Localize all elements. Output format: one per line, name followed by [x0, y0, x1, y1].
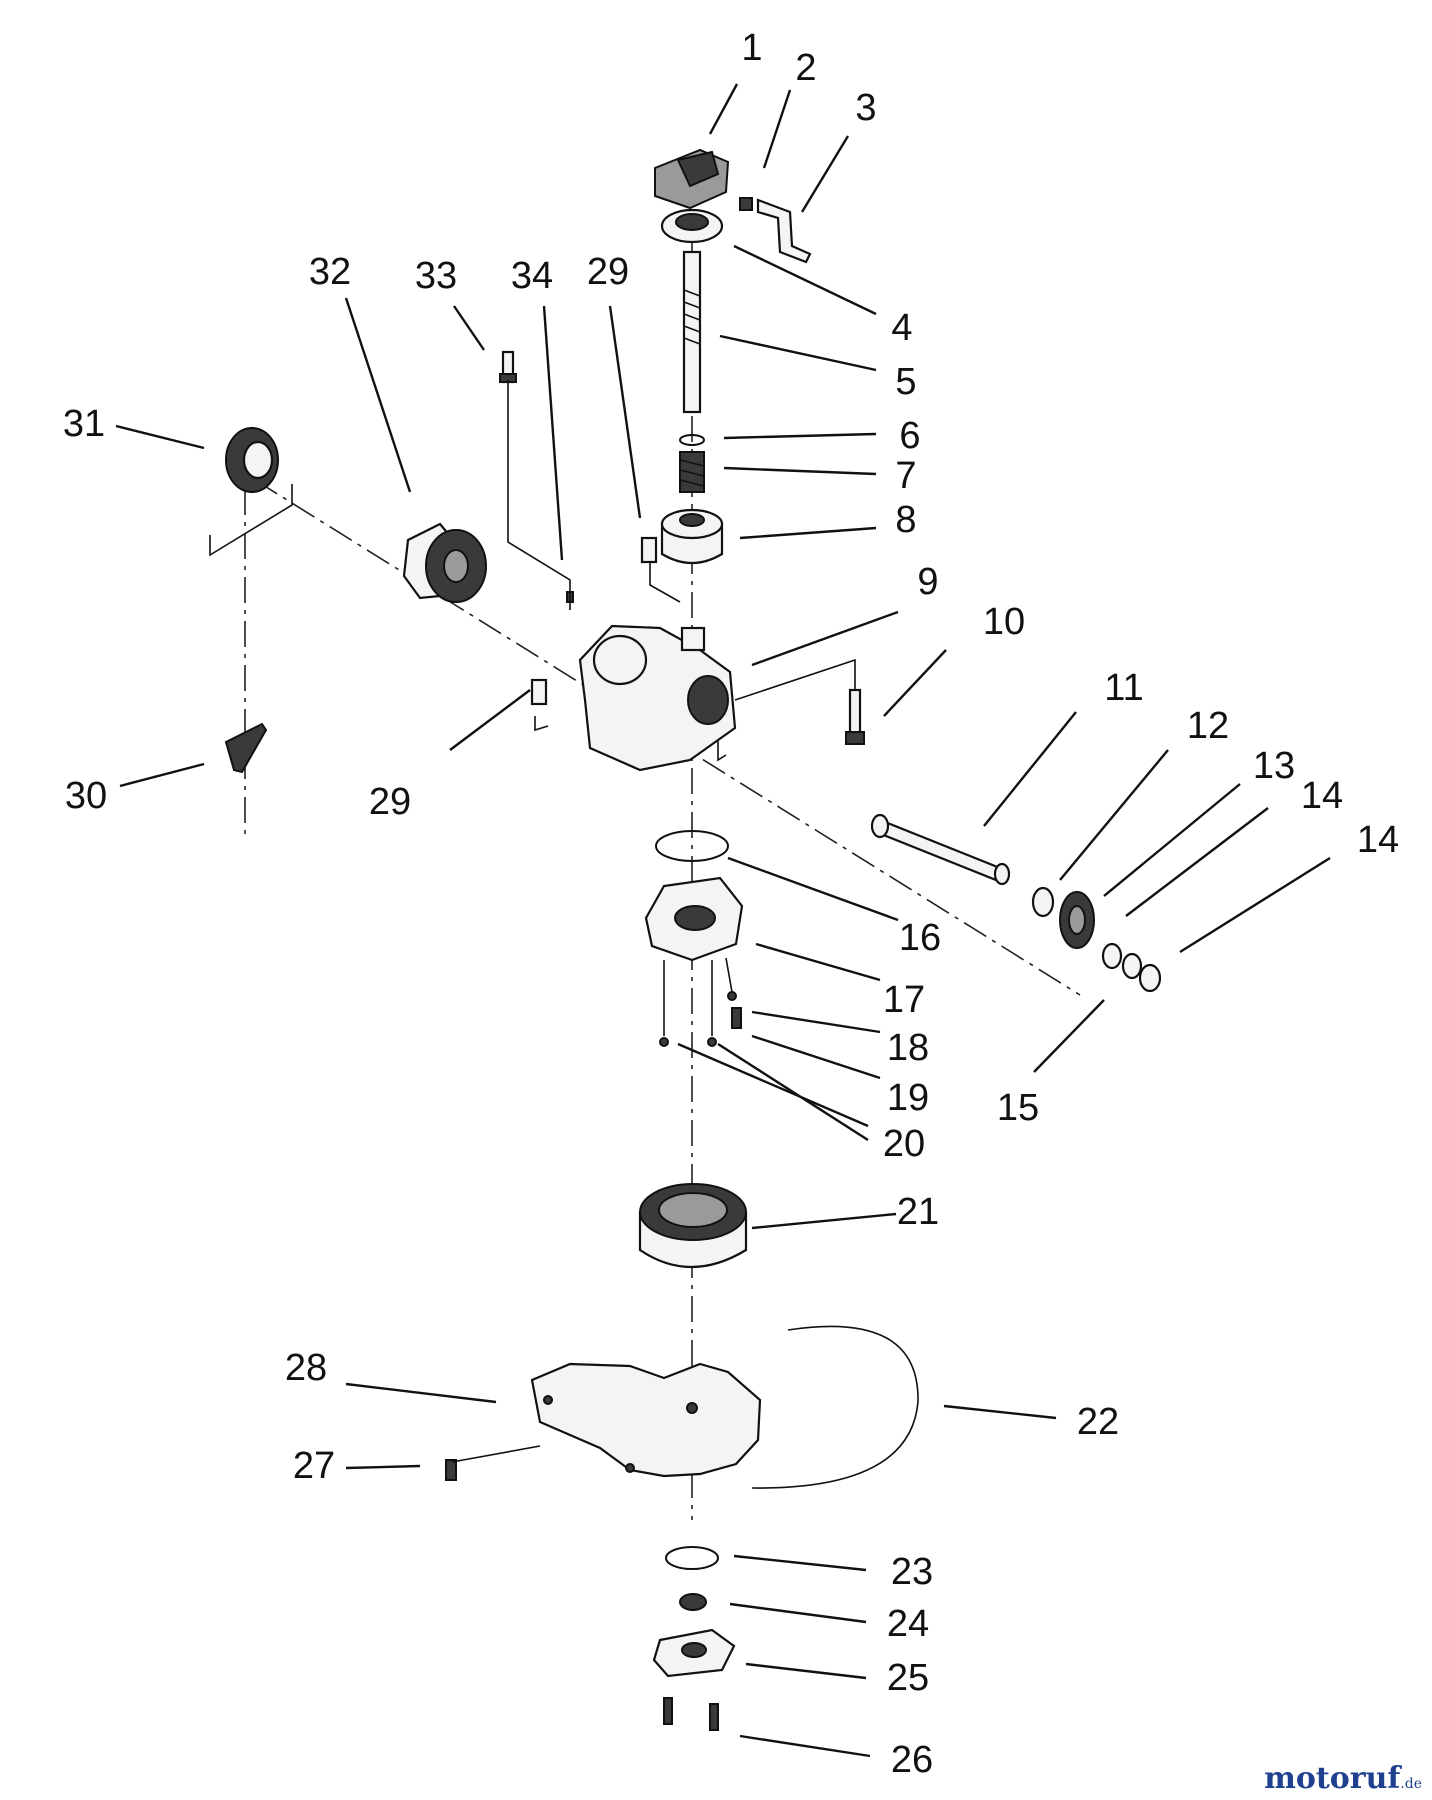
callout-15: 15: [997, 1087, 1039, 1129]
callout-16: 16: [899, 917, 941, 959]
part-12-ring: [1031, 886, 1055, 918]
part-29-dowel-pins: [530, 536, 658, 706]
callout-6: 6: [899, 415, 920, 457]
part-23-ring: [665, 1546, 719, 1570]
part-26-screws: [663, 1697, 719, 1731]
callout-4: 4: [891, 307, 912, 349]
callout-18: 18: [887, 1027, 929, 1069]
callout-12: 12: [1187, 705, 1229, 747]
part-2-small-nut: [739, 197, 753, 211]
callout-17: 17: [883, 979, 925, 1021]
callout-32: 32: [309, 251, 351, 293]
callout-19: 19: [887, 1077, 929, 1119]
callout-7: 7: [895, 455, 916, 497]
callout-24: 24: [887, 1603, 929, 1645]
callout-9: 9: [917, 561, 938, 603]
part-7-spring: [679, 451, 705, 493]
part-22-outline-arc: [751, 1325, 919, 1489]
part-1-housing-top: [654, 148, 730, 210]
part-11-axle-shaft: [870, 813, 1011, 886]
part-31-bearing: [225, 427, 279, 493]
callout-30: 30: [65, 775, 107, 817]
part-28-base-plate: [530, 1362, 762, 1478]
part-21-bearing: [638, 1183, 748, 1268]
callout-8: 8: [895, 499, 916, 541]
callout-20: 20: [883, 1123, 925, 1165]
part-4-bearing: [660, 208, 724, 244]
part-24-seal: [679, 1593, 707, 1611]
part-5-shaft: [682, 250, 702, 414]
part-8-cam: [660, 508, 724, 564]
part-17-pump-cover: [644, 876, 744, 962]
callout-5: 5: [895, 361, 916, 403]
callout-10: 10: [983, 601, 1025, 643]
part-25-bracket: [652, 1628, 736, 1678]
callout-1: 1: [741, 27, 762, 69]
callout-3: 3: [855, 87, 876, 129]
callout-34: 34: [511, 255, 553, 297]
callout-labels: 1 2 3 4 5 6 7 8 9 10 11 12 13 14 14 15 1…: [63, 27, 1399, 1781]
callout-14a: 14: [1301, 775, 1343, 817]
callout-28: 28: [285, 1347, 327, 1389]
watermark-logo: motoruf.de: [1264, 1761, 1422, 1796]
leader-lines: [115, 83, 1331, 1758]
part-3-lever: [756, 198, 812, 264]
callout-14b: 14: [1357, 819, 1399, 861]
part-6-washer: [679, 434, 705, 446]
part-10-bolt: [845, 688, 865, 745]
callout-2: 2: [795, 47, 816, 89]
part-32-motor: [402, 522, 487, 603]
watermark-domain: .de: [1400, 1776, 1422, 1792]
callout-29b: 29: [369, 781, 411, 823]
callout-11: 11: [1104, 667, 1143, 709]
part-27-screw: [445, 1445, 541, 1481]
part-9-transmission-case: [578, 624, 737, 772]
part-18-19-20-pins: [659, 957, 742, 1047]
callout-21: 21: [897, 1191, 939, 1233]
part-13-gear: [1059, 891, 1095, 949]
callout-27: 27: [293, 1445, 335, 1487]
part-14-washers: [1101, 942, 1162, 993]
watermark-brand: motoruf: [1264, 1761, 1401, 1796]
connector-lines: [209, 380, 856, 762]
callout-26: 26: [891, 1739, 933, 1781]
callout-29a: 29: [587, 251, 629, 293]
center-lines: [244, 240, 1081, 1520]
callout-22: 22: [1077, 1401, 1119, 1443]
part-16-o-ring: [655, 830, 729, 862]
callout-25: 25: [887, 1657, 929, 1699]
callout-23: 23: [891, 1551, 933, 1593]
part-30-clip: [224, 722, 268, 774]
callout-31: 31: [63, 403, 105, 445]
callout-33: 33: [415, 255, 457, 297]
part-33-fitting: [499, 350, 517, 384]
callout-13: 13: [1253, 745, 1295, 787]
